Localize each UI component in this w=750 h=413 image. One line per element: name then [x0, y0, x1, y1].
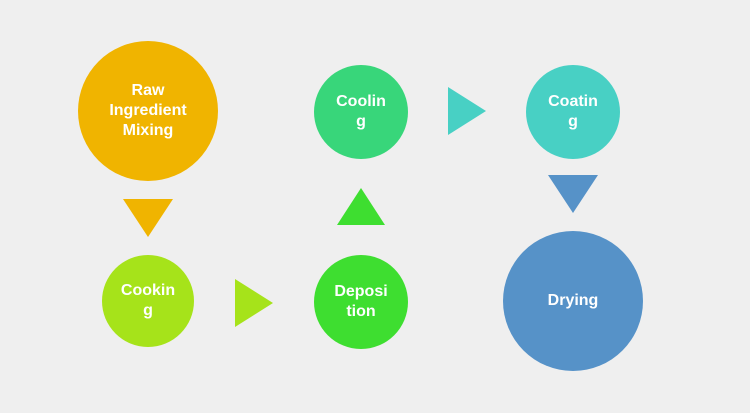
node-coating: Coatin g	[526, 65, 620, 159]
arrow-right	[448, 87, 486, 135]
node-label: Coatin g	[548, 93, 598, 130]
node-cooking: Cookin g	[102, 255, 194, 347]
node-label: Deposi tion	[334, 283, 388, 320]
arrow-down	[548, 175, 598, 213]
arrow-right	[235, 279, 273, 327]
node-label: Coolin g	[336, 93, 386, 130]
node-raw-ingredient-mixing: Raw Ingredient Mixing	[78, 41, 218, 181]
node-label: Drying	[547, 292, 599, 309]
node-label: Cookin g	[120, 282, 176, 319]
node-deposition: Deposi tion	[314, 255, 408, 349]
arrow-down	[123, 199, 173, 237]
node-label: Raw Ingredient Mixing	[109, 82, 187, 139]
node-drying: Drying	[503, 231, 643, 371]
node-cooling: Coolin g	[314, 65, 408, 159]
arrow-up	[337, 188, 385, 225]
